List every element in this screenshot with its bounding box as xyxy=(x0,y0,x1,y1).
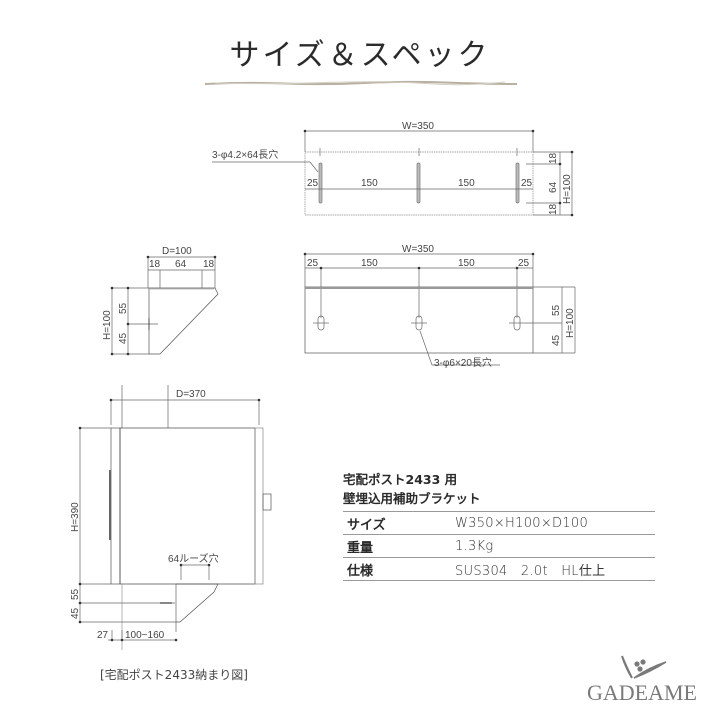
page-title: サイズ＆スペック xyxy=(229,38,491,73)
install-caption: [宅配ポスト2433納まり図] xyxy=(100,668,248,682)
side-seg-3: 18 xyxy=(203,259,215,270)
top-seg-4: 25 xyxy=(521,178,533,189)
spec-table: サイズ W350×H100×D100 重量 1.3Kg 仕様 SUS304 2.… xyxy=(343,511,655,581)
front-height-label: H=100 xyxy=(565,308,576,338)
install-v-1: 55 xyxy=(70,588,81,600)
top-seg-2: 150 xyxy=(361,178,378,189)
side-height-label: H=100 xyxy=(102,310,113,340)
top-width-label: W=350 xyxy=(402,121,434,132)
install-bottom-left: 27 xyxy=(97,630,109,641)
side-depth-label: D=100 xyxy=(162,246,192,257)
spec-key: 重量 xyxy=(343,534,451,558)
spec-key: サイズ xyxy=(343,511,451,535)
front-view-drawing xyxy=(304,253,576,366)
install-height-label: H=390 xyxy=(70,502,81,532)
spec-value: 1.3Kg xyxy=(451,534,655,558)
side-seg-2: 64 xyxy=(175,259,187,270)
front-width-label: W=350 xyxy=(402,244,434,255)
install-v-2: 45 xyxy=(70,607,81,619)
top-v-1: 18 xyxy=(548,152,559,164)
install-depth-label: D=370 xyxy=(176,389,206,400)
front-seg-1: 25 xyxy=(307,258,319,269)
install-view-drawing xyxy=(79,385,272,650)
front-seg-3: 150 xyxy=(458,258,475,269)
spec-row-weight: 重量 1.3Kg xyxy=(343,534,655,558)
top-seg-3: 150 xyxy=(458,178,475,189)
title-underline-decoration xyxy=(205,80,517,86)
side-seg-1: 18 xyxy=(149,259,161,270)
brand-logo: GADEAME xyxy=(576,650,708,706)
side-view-drawing xyxy=(111,256,219,355)
spec-key: 仕様 xyxy=(343,557,451,581)
front-v-2: 45 xyxy=(551,334,562,346)
spec-value: SUS304 2.0t HL仕上 xyxy=(451,557,655,581)
side-v-2: 45 xyxy=(118,332,129,344)
install-bottom-range: 100~160 xyxy=(125,630,165,641)
top-height-label: H=100 xyxy=(562,174,573,204)
loose-hole-label: 64ルーズ穴 xyxy=(168,552,219,565)
front-seg-2: 150 xyxy=(361,258,378,269)
front-hole-label: 3-φ6×20長穴 xyxy=(434,356,492,369)
spec-block: 宅配ポスト2433 用 壁埋込用補助ブラケット サイズ W350×H100×D1… xyxy=(343,470,655,581)
front-seg-4: 25 xyxy=(518,258,530,269)
top-seg-1: 25 xyxy=(307,178,319,189)
top-view-drawing xyxy=(212,130,573,216)
side-v-1: 55 xyxy=(118,302,129,314)
spec-value: W350×H100×D100 xyxy=(451,511,655,535)
top-hole-label: 3-φ4.2×64長穴 xyxy=(212,148,278,161)
brand-name: GADEAME xyxy=(587,680,697,705)
top-v-2: 64 xyxy=(548,181,559,193)
leaf-berry-icon xyxy=(621,655,667,679)
spec-heading-line2: 壁埋込用補助ブラケット xyxy=(343,491,481,506)
spec-heading-line1: 宅配ポスト2433 用 xyxy=(343,472,458,487)
top-v-3: 18 xyxy=(548,203,559,215)
spec-row-material: 仕様 SUS304 2.0t HL仕上 xyxy=(343,557,655,581)
front-v-1: 55 xyxy=(551,304,562,316)
spec-row-size: サイズ W350×H100×D100 xyxy=(343,511,655,535)
